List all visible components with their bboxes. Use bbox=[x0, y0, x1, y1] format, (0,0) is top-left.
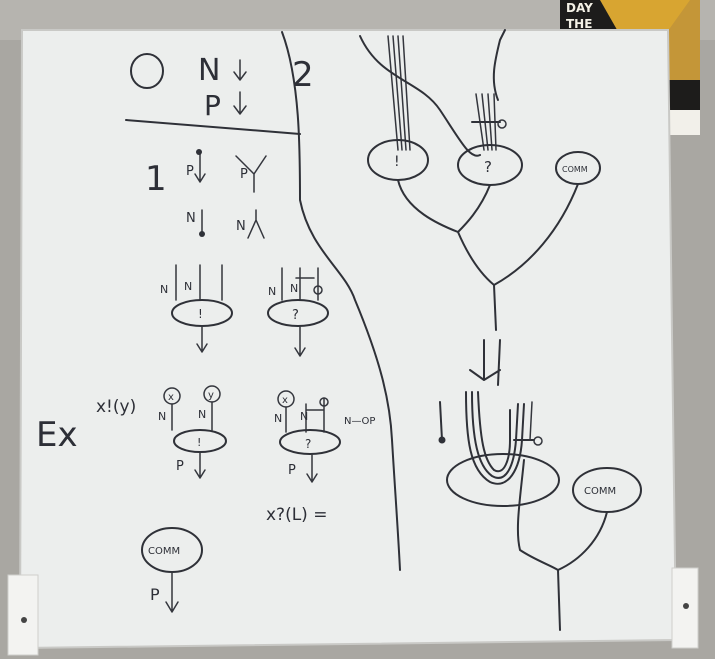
right-comm-top-label: COMM bbox=[562, 165, 588, 174]
loop-icon bbox=[497, 119, 507, 129]
comm-bottom-left: COMM P bbox=[141, 527, 203, 613]
arrow-icon bbox=[196, 325, 208, 353]
bubble-inputs bbox=[281, 267, 319, 301]
mark-n-2: N bbox=[236, 219, 246, 234]
mark-p-1: P bbox=[186, 164, 194, 179]
ex-n-4: N bbox=[300, 410, 308, 423]
u-wire bbox=[477, 391, 511, 473]
wires bbox=[285, 397, 325, 433]
query-bubble-label: ? bbox=[292, 308, 299, 323]
ex-p-2: P bbox=[288, 463, 296, 478]
query-n-1: N bbox=[268, 285, 276, 298]
wires bbox=[171, 401, 213, 431]
section-two-label: 2 bbox=[292, 55, 314, 95]
double-arrow-icon bbox=[469, 339, 501, 386]
right-diagram-top: ! ? COMM bbox=[359, 29, 601, 386]
right-comm-bottom-label: COMM bbox=[584, 486, 616, 497]
ex-n-1: N bbox=[158, 410, 166, 423]
whiteboard bbox=[7, 29, 699, 656]
zero-n-label: N bbox=[198, 53, 220, 88]
loop-icon bbox=[313, 285, 323, 295]
section-divider bbox=[125, 119, 301, 135]
query-bubble bbox=[267, 299, 329, 327]
wire bbox=[359, 35, 481, 157]
n-arrow-icon bbox=[233, 59, 247, 81]
example-label: Ex bbox=[36, 415, 78, 455]
right-diagram-bottom: COMM bbox=[438, 391, 642, 631]
section-one: 1 P P N N N N ! N N ? bbox=[145, 149, 329, 357]
dot-icon bbox=[438, 436, 446, 444]
wire bbox=[529, 401, 533, 441]
u-wire bbox=[471, 391, 519, 479]
x-circle-label: x bbox=[168, 392, 174, 403]
receive-term: x?(L) = bbox=[266, 505, 327, 525]
n-op-label: N—OP bbox=[344, 416, 375, 427]
bang-bubble-label: ! bbox=[198, 307, 203, 321]
ex-n-2: N bbox=[198, 408, 206, 421]
comm-label: COMM bbox=[148, 546, 180, 557]
large-bubble bbox=[446, 453, 560, 507]
loop-icon bbox=[319, 397, 329, 407]
poster-line-1: DAY bbox=[566, 1, 593, 15]
send-term: x!(y) bbox=[96, 397, 136, 417]
board-divider-line bbox=[281, 31, 401, 571]
bubble-inputs bbox=[175, 264, 223, 301]
section-one-label: 1 bbox=[145, 159, 167, 199]
bang-n-1: N bbox=[160, 283, 168, 296]
arrow-icon bbox=[165, 571, 179, 613]
p-arrow-icon bbox=[233, 91, 247, 115]
arrow-icon bbox=[294, 325, 306, 357]
dot-icon bbox=[199, 231, 205, 237]
merge-icon bbox=[247, 209, 265, 239]
tree-wires bbox=[516, 459, 608, 631]
ex-n-3: N bbox=[274, 412, 282, 425]
ex-bang-label: ! bbox=[197, 436, 201, 449]
query-n-2: N bbox=[290, 282, 298, 295]
loop-icon bbox=[533, 436, 543, 446]
mark-p-2: P bbox=[240, 167, 248, 182]
zero-p-label: P bbox=[204, 89, 221, 122]
arrow-icon bbox=[306, 453, 318, 483]
arrow-icon bbox=[194, 451, 206, 479]
right-query-label: ? bbox=[484, 158, 492, 176]
ex-query-bubble bbox=[279, 429, 341, 455]
u-wire bbox=[465, 391, 525, 485]
tree-wires bbox=[397, 179, 579, 331]
zero-label bbox=[130, 53, 164, 89]
comm-p-label: P bbox=[150, 585, 160, 604]
wire bbox=[439, 401, 443, 441]
ex-p-1: P bbox=[176, 459, 184, 474]
x-circle-2-label: x bbox=[282, 395, 288, 406]
bang-n-2: N bbox=[184, 280, 192, 293]
y-circle-label: y bbox=[208, 390, 214, 401]
ex-query-label: ? bbox=[305, 437, 311, 451]
poster-line-2: THE bbox=[566, 17, 592, 31]
arrow-icon bbox=[194, 151, 206, 183]
wire bbox=[492, 29, 506, 101]
section-zero: N P bbox=[125, 53, 301, 135]
wire-bundle bbox=[387, 35, 411, 151]
y-fork-icon bbox=[235, 155, 267, 193]
dot-icon bbox=[196, 149, 202, 155]
mark-n-1: N bbox=[186, 211, 196, 226]
example-section: Ex x!(y) x y N N ! P x N N ? P N—OP x?(L… bbox=[36, 385, 375, 525]
right-bang-label: ! bbox=[394, 154, 400, 170]
